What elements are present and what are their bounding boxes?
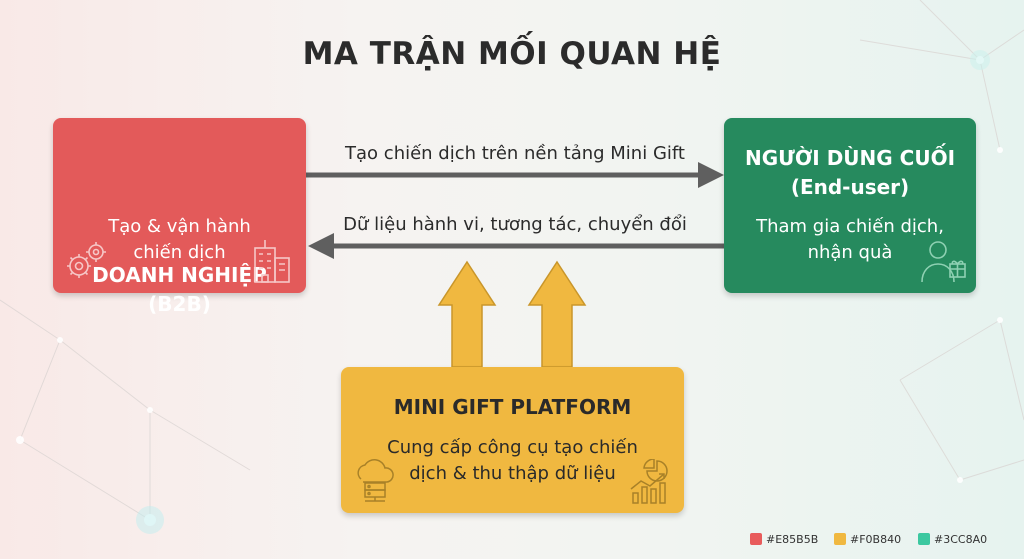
legend-swatch-green [918, 533, 930, 545]
user-gift-icon [921, 241, 966, 283]
analytics-chart-icon [630, 459, 668, 504]
b2b-description: Tạo & vận hành chiến dịch [53, 214, 306, 266]
end-user-desc-line2: nhận quà [807, 242, 893, 263]
page-title: MA TRẬN MỐI QUAN HỆ [302, 36, 722, 72]
legend-label-red: #E85B5B [766, 532, 819, 546]
b2b-title-line1: DOANH NGHIỆP [92, 263, 267, 287]
platform-desc-line2: dịch & thu thập dữ liệu [409, 463, 616, 484]
platform-title: MINI GIFT PLATFORM [393, 395, 632, 419]
b2b-desc-line2: chiến dịch [133, 242, 226, 263]
legend-item-green: #3CC8A0 [918, 531, 987, 547]
legend-item-red: #E85B5B [750, 531, 818, 547]
end-user-title-line1: NGƯỜI DÙNG CUỐI [744, 146, 956, 170]
cloud-server-icon [357, 459, 394, 502]
arrow-platform-up-left [437, 260, 497, 368]
arrow-user-to-b2b [308, 233, 724, 259]
end-user-desc-line1: Tham gia chiến dịch, [756, 216, 944, 237]
legend-swatch-yellow [834, 533, 846, 545]
legend-item-yellow: #F0B840 [834, 531, 901, 547]
arrow-label-behavior-data: Dữ liệu hành vi, tương tác, chuyển đổi [343, 214, 687, 235]
platform-box: MINI GIFT PLATFORM Cung cấp công cụ tạo … [341, 367, 684, 513]
b2b-title: DOANH NGHIỆP (B2B) [53, 261, 306, 319]
building-icon [254, 240, 290, 283]
gears-icon [67, 242, 106, 278]
b2b-desc-line1: Tạo & vận hành [108, 216, 251, 237]
arrow-b2b-to-user [306, 162, 724, 188]
legend-label-green: #3CC8A0 [934, 532, 988, 546]
arrow-platform-up-right [527, 260, 587, 368]
legend-label-yellow: #F0B840 [850, 532, 902, 546]
legend-swatch-red [750, 533, 762, 545]
arrow-label-create-campaign: Tạo chiến dịch trên nền tảng Mini Gift [345, 143, 685, 164]
b2b-box: DOANH NGHIỆP (B2B) Tạo & vận hành chiến … [53, 118, 306, 316]
end-user-title-line2: (End-user) [790, 175, 910, 199]
end-user-description: Tham gia chiến dịch, nhận quà [724, 214, 976, 266]
platform-desc-line1: Cung cấp công cụ tạo chiến [387, 437, 638, 458]
end-user-box: NGƯỜI DÙNG CUỐI (End-user) Tham gia chiế… [724, 118, 976, 293]
platform-description: Cung cấp công cụ tạo chiến dịch & thu th… [341, 435, 684, 487]
b2b-title-line2: (B2B) [148, 292, 211, 316]
end-user-title: NGƯỜI DÙNG CUỐI (End-user) [724, 144, 976, 202]
